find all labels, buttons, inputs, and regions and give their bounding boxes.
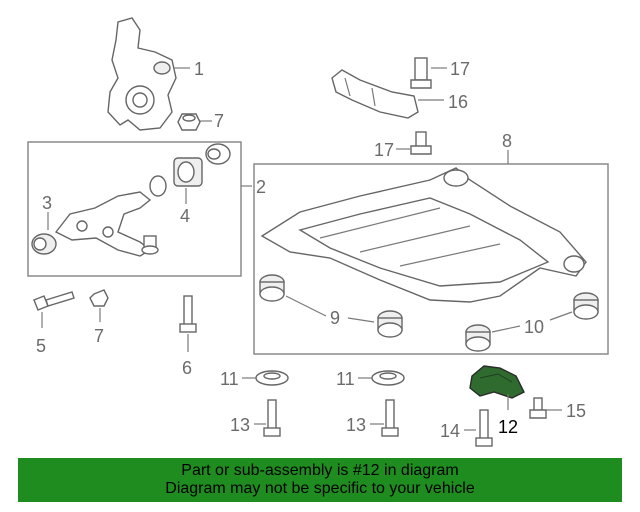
bolt-part-15 [529,397,547,419]
callout-13-left: 13 [230,415,250,435]
nut-part-lower [89,289,109,307]
leader-9b [347,317,375,323]
frame-bushing-part-10-left [465,324,491,352]
callout-7-lower: 7 [94,326,104,346]
mount-bracket-part-12 [469,365,525,399]
washer-part-11-left [255,370,289,386]
callout-6: 6 [182,358,192,378]
callout-2: 2 [256,177,266,197]
banner-line-1: Part or sub-assembly is #12 in diagram [181,462,459,479]
callout-1: 1 [194,59,204,79]
washer-part-11-right [371,370,405,386]
frame-bushing-part-9-left [259,274,285,302]
parts-diagram: 1 7 17 16 17 2 3 [27,17,609,447]
bushing-part-4 [149,143,231,197]
callout-17-top: 17 [450,59,470,79]
ball-joint-part [141,235,159,255]
bracket-part [331,69,419,119]
bolt-part-6 [179,295,197,333]
leader-10a [491,325,521,333]
callout-17-mid: 17 [374,140,394,160]
callout-12: 12 [498,417,518,437]
bolt-part-14 [475,409,493,447]
callout-13-right: 13 [346,415,366,435]
callout-4: 4 [180,206,190,226]
callout-11-right: 11 [336,369,355,389]
frame-bushing-part-9-right [377,310,403,338]
nut-part-upper [177,113,201,131]
bolt-part-17-top [410,57,432,89]
callout-16: 16 [448,92,468,112]
leader-10b [549,311,573,321]
bolt-part-5 [33,291,75,311]
callout-10: 10 [524,317,544,337]
subframe-part [260,167,587,303]
control-arm-box [27,141,242,277]
callout-9: 9 [330,308,340,328]
bushing-part-3 [31,233,57,255]
steering-knuckle-part [107,17,177,131]
callout-5: 5 [36,336,46,356]
frame-bushing-part-10-right [573,292,599,320]
frame-box [253,163,609,355]
callout-8: 8 [502,131,512,151]
leader-9a [285,295,327,317]
callout-3: 3 [42,193,52,213]
lower-control-arm-part [54,191,152,257]
callout-14: 14 [440,421,460,441]
info-banner: Part or sub-assembly is #12 in diagram D… [18,458,622,502]
bolt-part-13-right [381,399,399,437]
banner-line-2: Diagram may not be specific to your vehi… [165,480,475,497]
callout-7-upper: 7 [214,111,224,131]
bolt-part-13-left [263,399,281,437]
callout-15: 15 [566,401,586,421]
callout-11-left: 11 [220,369,239,389]
bolt-part-17-mid [410,131,432,155]
